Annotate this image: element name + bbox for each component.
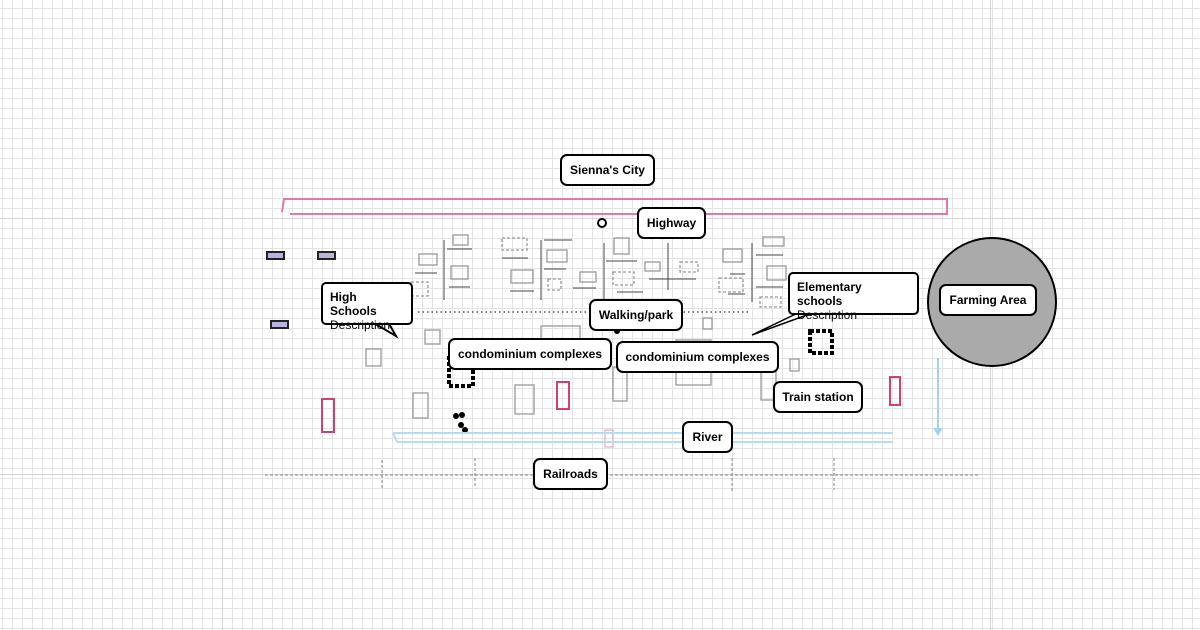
callout-title: High Schools [330,290,377,318]
roundabout-icon [597,218,607,228]
elementary-schools-callout: Elementary schools Description [788,272,919,322]
callout-description: Description [797,308,858,322]
walking-park-label: Walking/park [589,299,683,331]
train-station-label: Train station [773,381,863,413]
arrow-head-icon [933,428,943,436]
school-marker [266,251,285,260]
highway-label: Highway [637,207,706,239]
housing-blocks [365,234,800,448]
railroads-label: Railroads [533,458,608,490]
river-label: River [682,421,733,453]
grid-major-line [222,0,223,630]
parking-lot-icon [447,328,834,433]
street-lines [415,239,783,302]
condominium-label: condominium complexes [448,338,612,370]
callout-title: Elementary schools [797,280,862,308]
railroad [265,458,978,492]
school-marker [317,251,336,260]
highway-road [281,198,948,215]
pink-building [321,376,901,433]
callout-description: Description [330,318,391,332]
river [392,432,893,443]
school-marker [270,320,289,329]
condominium-label: condominium complexes [616,341,779,373]
high-schools-callout: High Schools Description [321,282,413,332]
city-title: Sienna's City [560,154,655,186]
farming-area-label: Farming Area [939,284,1037,316]
